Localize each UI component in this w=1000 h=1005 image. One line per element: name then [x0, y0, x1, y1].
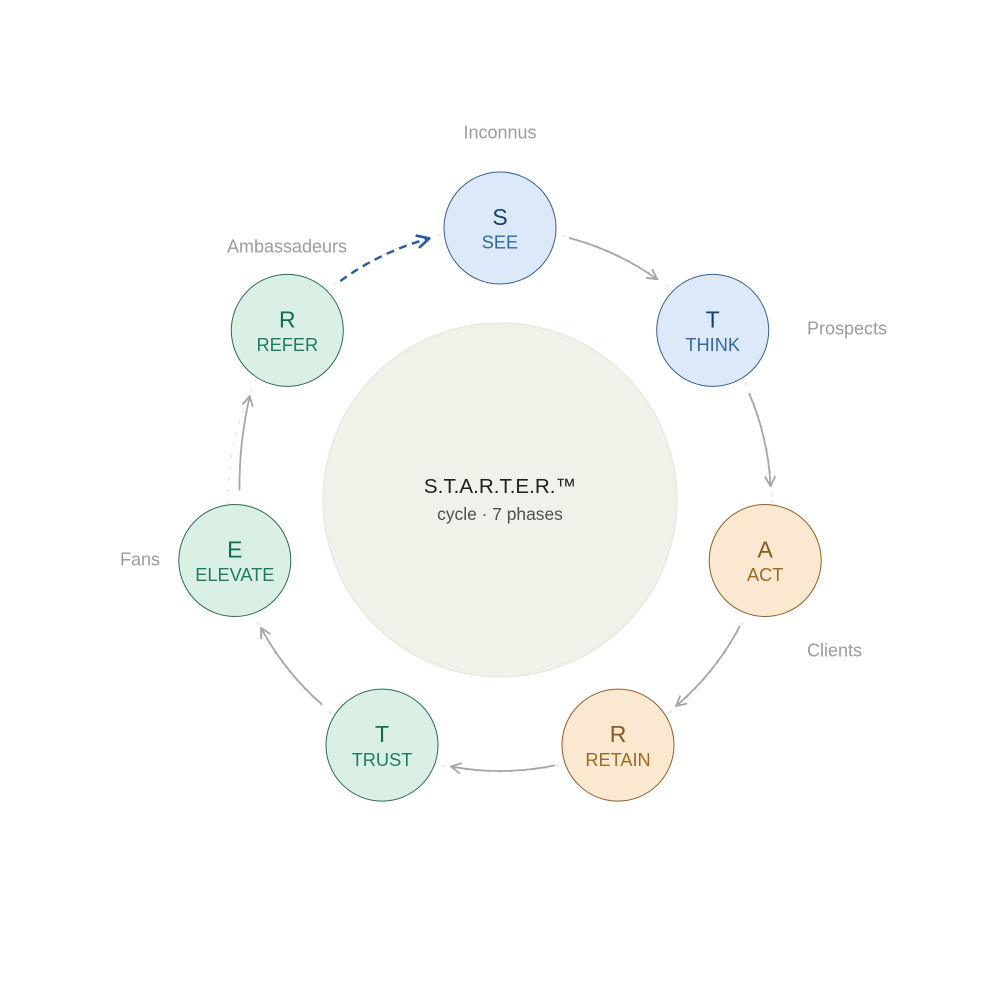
svg-text:RETAIN: RETAIN [585, 750, 650, 770]
svg-text:Fans: Fans [120, 550, 160, 570]
svg-text:ELEVATE: ELEVATE [195, 565, 274, 585]
svg-text:cycle · 7 phases: cycle · 7 phases [437, 504, 563, 524]
svg-text:Ambassadeurs: Ambassadeurs [227, 237, 347, 257]
svg-text:TRUST: TRUST [352, 750, 413, 770]
svg-text:S.T.A.R.T.E.R.™: S.T.A.R.T.E.R.™ [424, 475, 576, 498]
svg-text:A: A [758, 536, 774, 562]
svg-text:THINK: THINK [685, 335, 740, 355]
svg-text:Clients: Clients [807, 641, 862, 661]
svg-text:REFER: REFER [256, 335, 318, 355]
svg-text:R: R [610, 721, 627, 747]
svg-text:T: T [706, 306, 720, 332]
svg-text:R: R [279, 306, 296, 332]
svg-text:E: E [227, 536, 242, 562]
svg-text:Prospects: Prospects [807, 319, 887, 339]
svg-text:T: T [375, 721, 389, 747]
svg-text:ACT: ACT [747, 565, 783, 585]
svg-text:Inconnus: Inconnus [463, 123, 536, 143]
svg-text:S: S [492, 204, 507, 230]
svg-text:SEE: SEE [482, 233, 518, 253]
